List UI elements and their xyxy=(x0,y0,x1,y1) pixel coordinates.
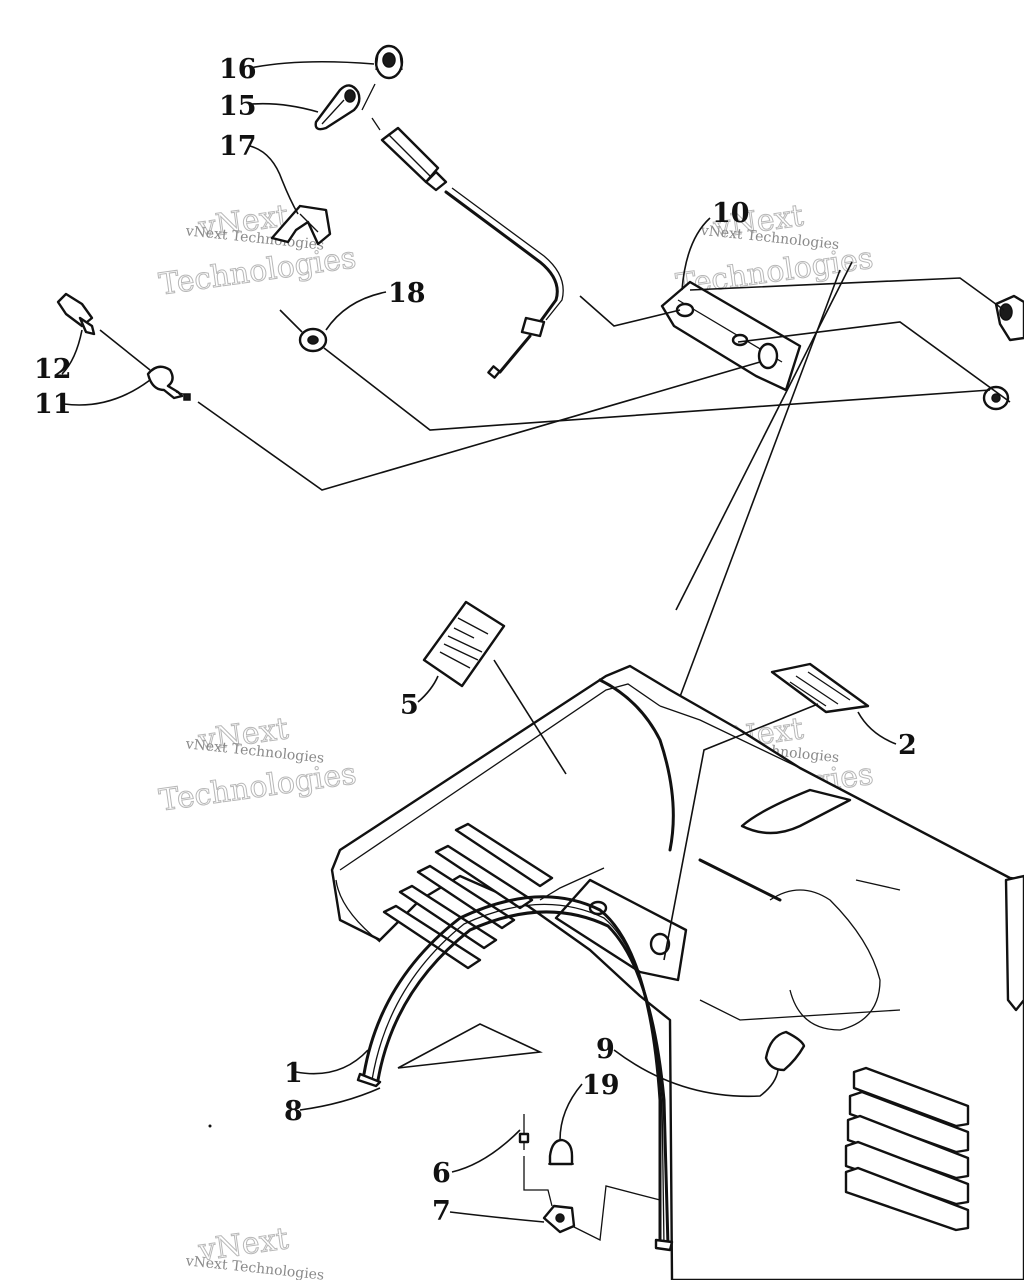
leader-5 xyxy=(417,675,439,703)
callout-9: 9 xyxy=(596,1034,615,1065)
callout-8: 8 xyxy=(284,1096,303,1127)
watermark-1: vNext vNext Technologies Technologies xyxy=(156,198,358,303)
part-15-lever xyxy=(314,84,361,131)
svg-text:Technologies: Technologies xyxy=(157,756,358,818)
watermark-5: vNext vNext Technologies xyxy=(184,1221,325,1280)
part-19-bumper xyxy=(548,1138,574,1166)
leader-15 xyxy=(251,102,319,113)
leader-11 xyxy=(63,379,151,406)
callout-leaders xyxy=(61,60,897,1223)
callout-10: 10 xyxy=(712,198,750,229)
leader-18 xyxy=(325,291,387,331)
axis-line-16 xyxy=(361,83,376,111)
callout-16: 16 xyxy=(219,54,257,85)
leader-10 xyxy=(681,217,711,291)
callout-2: 2 xyxy=(898,730,917,761)
part-17-clip xyxy=(270,204,332,246)
part-1-part-8-trim xyxy=(356,895,674,1252)
part-7-bracket xyxy=(523,1156,661,1241)
part-10-bracket xyxy=(660,280,802,392)
callout-labels: 16 15 17 10 18 12 11 5 2 1 8 9 19 6 7 xyxy=(34,54,917,1227)
callout-19: 19 xyxy=(582,1070,620,1101)
part-12-cap xyxy=(56,292,96,336)
part-2-decal xyxy=(770,662,870,714)
part-5-decal xyxy=(422,600,506,688)
part-18-washer xyxy=(298,327,328,353)
leader-19 xyxy=(559,1083,583,1141)
watermark-3: vNext vNext Technologies Technologies xyxy=(156,711,358,819)
watermark-2: vNext vNext Technologies Technologies xyxy=(673,198,875,304)
lower-assembly-lines xyxy=(397,659,819,1069)
right-edge-part-washer xyxy=(982,385,1010,411)
callout-15: 15 xyxy=(219,91,257,122)
leader-1 xyxy=(295,1049,369,1075)
choke-cable xyxy=(380,126,564,379)
callout-11: 11 xyxy=(34,389,72,420)
callout-7: 7 xyxy=(432,1196,451,1227)
part-6-pin xyxy=(518,1114,530,1150)
leader-17 xyxy=(249,145,299,215)
callout-1: 1 xyxy=(284,1058,303,1089)
part-11-screw xyxy=(146,365,191,401)
leader-8 xyxy=(299,1087,381,1111)
leader-16 xyxy=(249,60,375,69)
part-16-nut xyxy=(374,44,404,80)
leader-9 xyxy=(613,1049,779,1098)
leader-12 xyxy=(61,329,83,375)
svg-text:Technologies: Technologies xyxy=(157,240,358,302)
axis-line-15 xyxy=(371,117,381,131)
callout-6: 6 xyxy=(432,1158,451,1189)
leader-7 xyxy=(449,1211,545,1223)
leader-6 xyxy=(451,1129,521,1173)
callout-17: 17 xyxy=(219,131,257,162)
left-vents xyxy=(382,822,554,970)
part-9-grommet xyxy=(764,1030,806,1072)
callout-18: 18 xyxy=(388,278,426,309)
stray-dot xyxy=(208,1124,212,1128)
right-vents xyxy=(844,1066,970,1232)
callout-12: 12 xyxy=(34,354,72,385)
right-edge-part-top xyxy=(994,294,1024,342)
callout-5: 5 xyxy=(400,690,419,721)
leader-2 xyxy=(857,711,897,745)
